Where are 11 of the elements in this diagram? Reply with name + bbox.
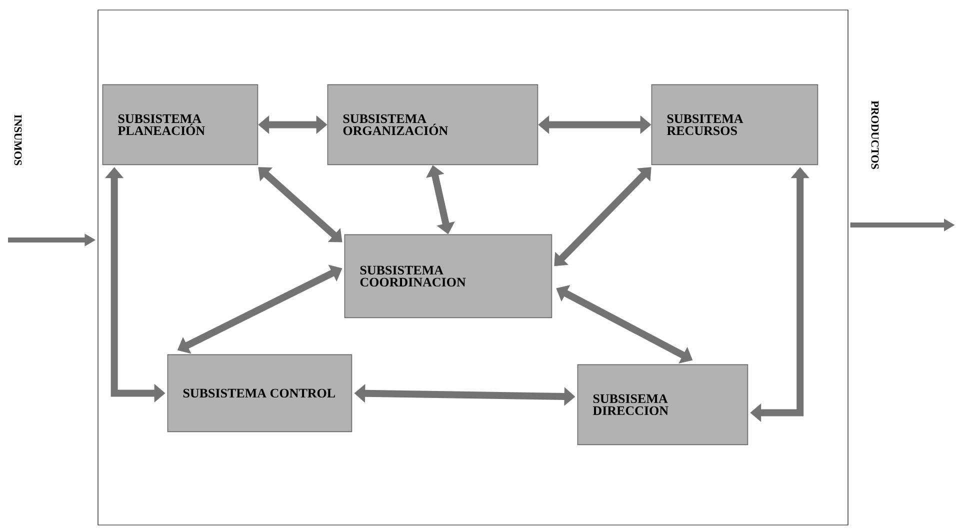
subsystem-box: SUBSISTEMA ORGANIZACIÓN — [327, 84, 538, 166]
frame-box — [98, 10, 848, 526]
subsystem-box: SUBSISTEMA COORDINACION — [344, 234, 552, 318]
arrow — [554, 167, 652, 266]
arrow — [258, 167, 342, 242]
subsystem-box: SUBSISTEMA CONTROL — [167, 354, 352, 432]
side-label: INSUMOS — [14, 114, 22, 166]
subsystem-box: SUBSITEMA RECURSOS — [651, 84, 818, 166]
subsystem-box: SUBSISEMA DIRECCION — [577, 364, 748, 446]
subsystem-box: SUBSISTEMA PLANEACIÓN — [102, 84, 258, 166]
side-label: PRODUCTOS — [871, 100, 879, 169]
